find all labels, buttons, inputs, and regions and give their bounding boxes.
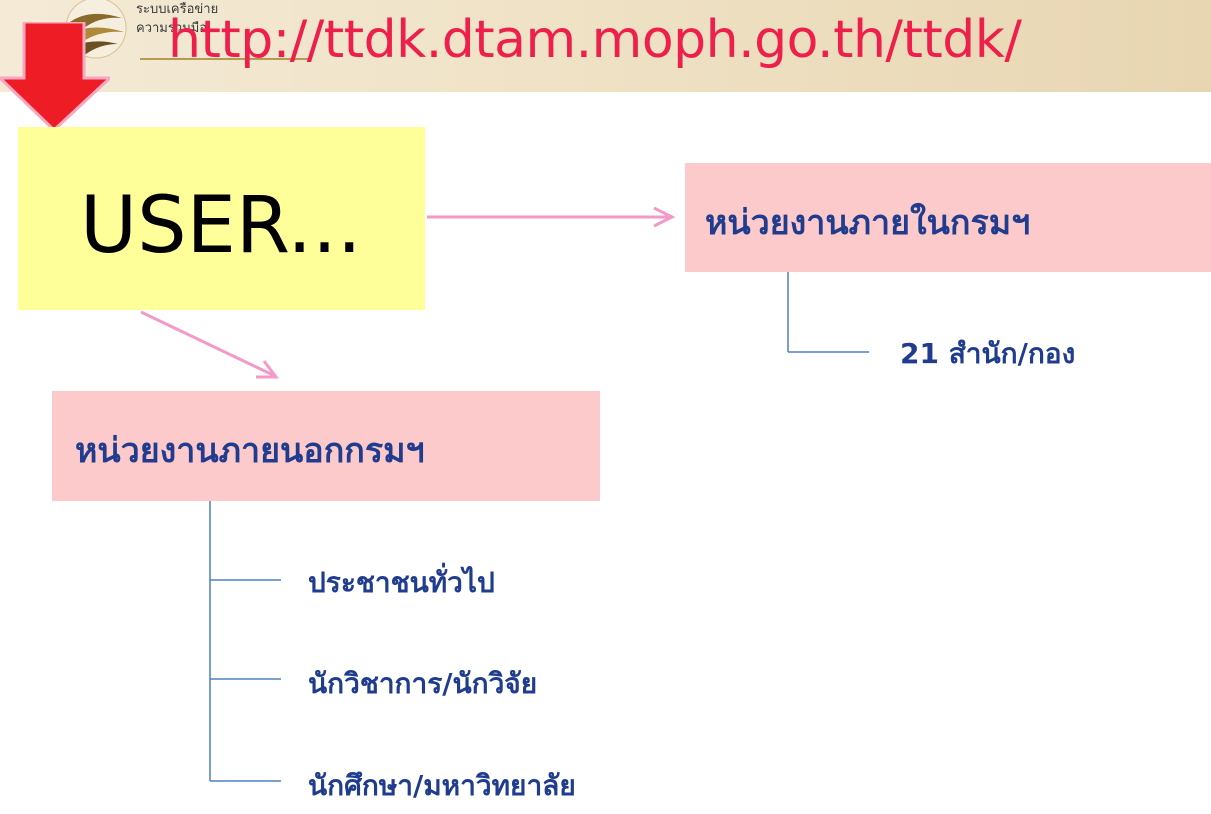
external-child-general-public: ประชาชนทั่วไป [308,566,495,599]
header-banner [0,0,1211,92]
internal-child-offices: 21 สำนัก/กอง [900,337,1076,370]
logo-line-1: ระบบเครือข่าย [136,2,219,17]
arrow-user-to-internal [427,206,676,228]
external-tree-lines [209,501,281,782]
external-child-academics: นักวิชาการ/นักวิจัย [308,667,538,700]
user-label: USER... [80,181,362,271]
external-department-box [52,391,600,501]
red-down-arrow-icon [0,22,110,133]
external-child-students: นักศึกษา/มหาวิทยาลัย [308,769,576,802]
internal-tree-lines [787,272,869,353]
internal-department-box [685,163,1211,272]
arrow-user-to-external [140,310,279,379]
logo-underline [140,58,310,60]
internal-department-label: หน่วยงานภายในกรมฯ [705,203,1031,243]
user-box [18,127,425,310]
external-department-label: หน่วยงานภายนอกกรมฯ [75,431,425,471]
logo-text: ระบบเครือข่าย ความร่วมมือ [136,0,218,38]
logo-line-2: ความร่วมมือ [136,21,208,36]
website-url[interactable]: http://ttdk.dtam.moph.go.th/ttdk/ [168,10,1022,70]
